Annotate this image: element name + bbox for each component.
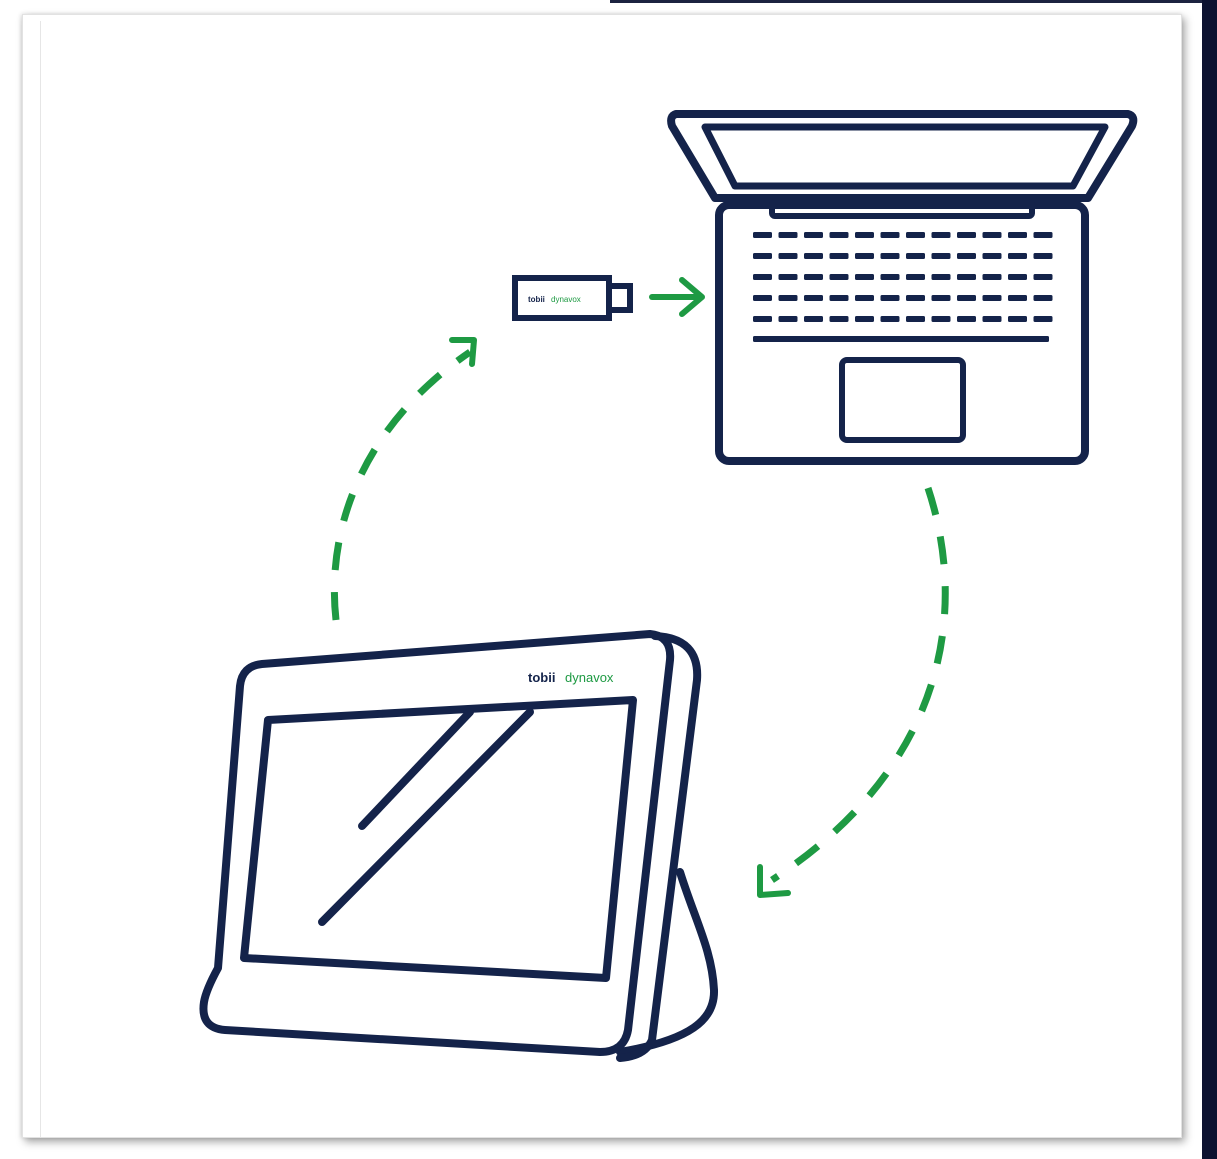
laptop-base (719, 205, 1085, 461)
keyboard-key (881, 232, 900, 238)
keyboard-key (906, 253, 925, 259)
keyboard-key (983, 316, 1002, 322)
keyboard-key (983, 253, 1002, 259)
keyboard-key (1034, 253, 1053, 259)
keyboard-key (1008, 295, 1027, 301)
keyboard-key (881, 253, 900, 259)
keyboard-key (830, 274, 849, 280)
keyboard-key (779, 253, 798, 259)
keyboard-key (830, 316, 849, 322)
keyboard-key (932, 295, 951, 301)
keyboard-key (753, 232, 772, 238)
keyboard-key (932, 253, 951, 259)
keyboard-key (804, 295, 823, 301)
keyboard-key (1008, 316, 1027, 322)
keyboard-key (881, 316, 900, 322)
keyboard-key (830, 253, 849, 259)
keyboard-key (855, 232, 874, 238)
keyboard-key (932, 232, 951, 238)
laptop-keyboard (753, 232, 1053, 342)
laptop-touchpad (842, 360, 963, 440)
dashed-arrow-laptop-to-tablet (760, 488, 945, 895)
keyboard-key (957, 232, 976, 238)
keyboard-key (881, 295, 900, 301)
laptop-icon (671, 114, 1133, 461)
keyboard-key (957, 274, 976, 280)
keyboard-key (804, 274, 823, 280)
keyboard-key (804, 253, 823, 259)
keyboard-key (957, 295, 976, 301)
keyboard-key (855, 316, 874, 322)
keyboard-key (1008, 274, 1027, 280)
keyboard-key (983, 295, 1002, 301)
keyboard-spacebar-row (753, 336, 1049, 342)
tablet-brand-dynavox: dynavox (565, 670, 614, 685)
keyboard-key (779, 232, 798, 238)
keyboard-key (983, 274, 1002, 280)
keyboard-key (1034, 295, 1053, 301)
keyboard-key (779, 295, 798, 301)
keyboard-key (906, 274, 925, 280)
tablet-glare-line-1 (362, 712, 470, 826)
keyboard-key (1034, 274, 1053, 280)
dashed-arrow-tablet-to-usb (334, 340, 474, 620)
keyboard-key (906, 232, 925, 238)
keyboard-key (1034, 316, 1053, 322)
laptop-screen-inner (705, 127, 1105, 186)
keyboard-key (855, 295, 874, 301)
usb-stick-label-tobii: tobii (528, 295, 545, 304)
keyboard-key (983, 232, 1002, 238)
keyboard-key (906, 295, 925, 301)
usb-stick-label-dynavox: dynavox (551, 295, 581, 304)
keyboard-key (1008, 253, 1027, 259)
keyboard-key (1034, 232, 1053, 238)
keyboard-key (855, 274, 874, 280)
keyboard-key (753, 295, 772, 301)
arrow-right-icon (652, 280, 702, 314)
keyboard-key (932, 316, 951, 322)
keyboard-key (804, 232, 823, 238)
keyboard-key (932, 274, 951, 280)
keyboard-key (830, 232, 849, 238)
keyboard-key (1008, 232, 1027, 238)
keyboard-key (753, 253, 772, 259)
keyboard-key (855, 253, 874, 259)
keyboard-key (753, 274, 772, 280)
tablet-body (203, 634, 670, 1052)
usb-stick-icon: tobii dynavox (515, 278, 630, 318)
keyboard-key (779, 274, 798, 280)
tablet-brand-tobii: tobii (528, 670, 555, 685)
keyboard-key (881, 274, 900, 280)
keyboard-key (804, 316, 823, 322)
usb-stick-connector (609, 286, 630, 310)
keyboard-key (779, 316, 798, 322)
keyboard-key (957, 253, 976, 259)
keyboard-key (830, 295, 849, 301)
tablet-device-icon (203, 634, 714, 1058)
keyboard-key (753, 316, 772, 322)
keyboard-key (957, 316, 976, 322)
tablet-glare-line-2 (322, 712, 530, 922)
keyboard-key (906, 316, 925, 322)
